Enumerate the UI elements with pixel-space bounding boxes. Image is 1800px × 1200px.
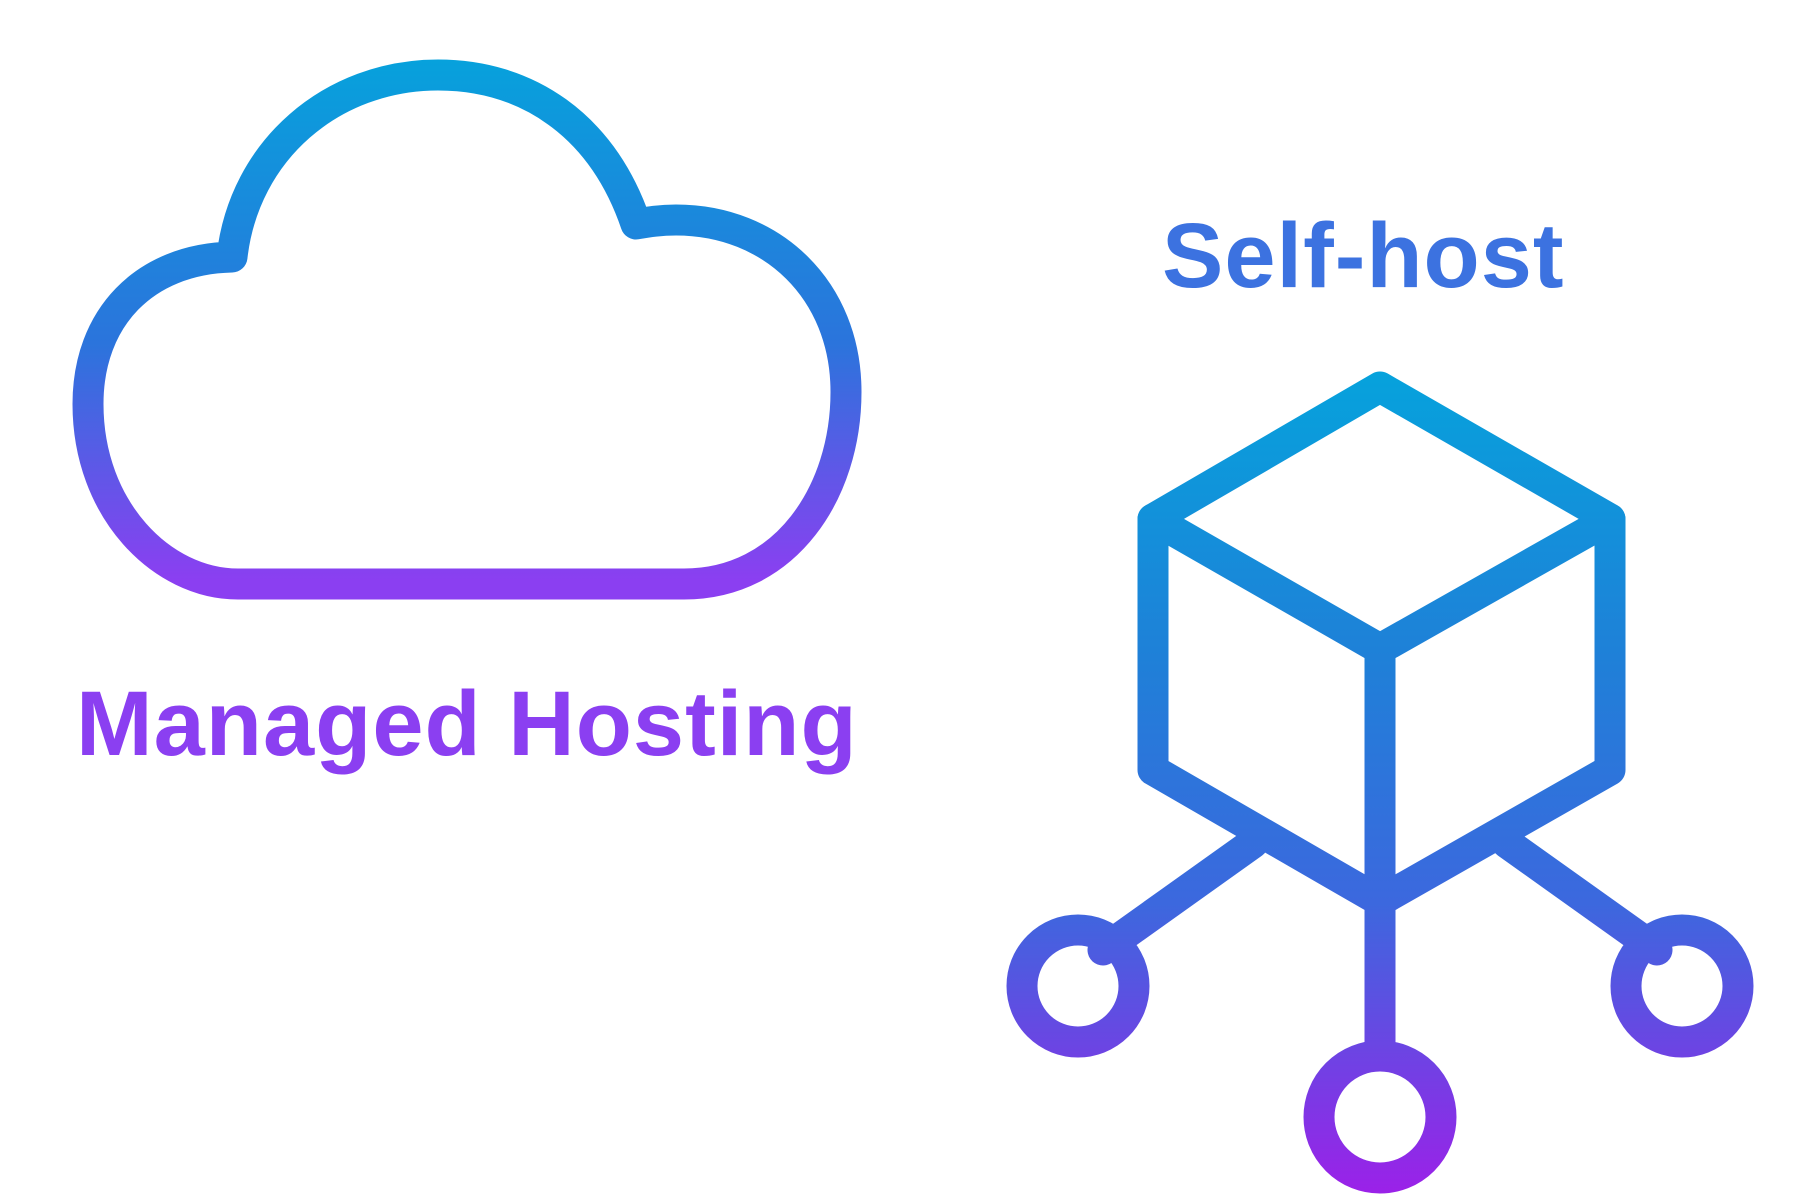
cloud-icon xyxy=(72,59,862,600)
node-center-circle xyxy=(1303,1040,1457,1194)
cube-shape xyxy=(1137,371,1626,917)
network-connectors xyxy=(1087,827,1673,1070)
node-right-circle xyxy=(1610,914,1754,1058)
managed-hosting-label: Managed Hosting xyxy=(76,673,858,775)
self-host-label: Self-host xyxy=(1162,205,1565,307)
network-cube-icon xyxy=(1006,371,1754,1194)
network-nodes xyxy=(1006,914,1754,1194)
node-left-circle xyxy=(1006,914,1150,1058)
